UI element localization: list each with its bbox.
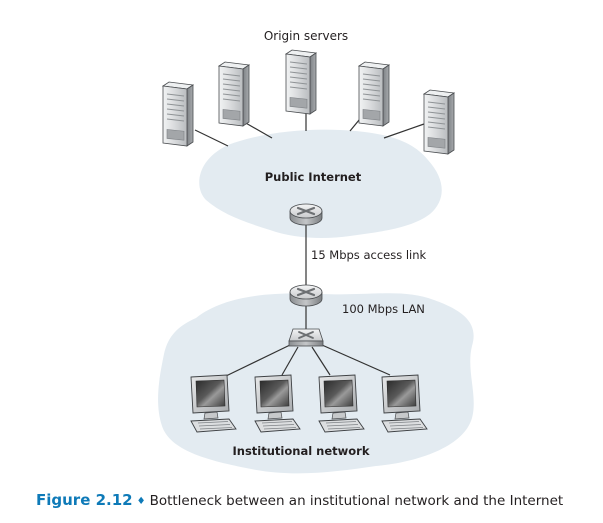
figure-caption: Figure 2.12♦Bottleneck between an instit… bbox=[36, 491, 563, 509]
link-server-5 bbox=[383, 123, 425, 139]
server-icon bbox=[218, 61, 250, 127]
internet-router-icon bbox=[288, 202, 324, 227]
lan-link-host-2 bbox=[281, 346, 299, 376]
server-icon bbox=[423, 89, 455, 155]
server-icon bbox=[162, 81, 194, 147]
caption-text: Bottleneck between an institutional netw… bbox=[149, 493, 564, 509]
server-icon bbox=[285, 49, 317, 115]
link-server-2 bbox=[243, 121, 273, 139]
institutional-network-label: Institutional network bbox=[233, 444, 370, 458]
lan-label: 100 Mbps LAN bbox=[342, 302, 425, 316]
public-internet-cloud bbox=[199, 129, 442, 238]
lan-switch-icon bbox=[288, 328, 324, 347]
access-link-label: 15 Mbps access link bbox=[311, 248, 427, 262]
caption-separator: ♦ bbox=[136, 496, 146, 507]
server-icon bbox=[358, 61, 390, 127]
origin-servers-label: Origin servers bbox=[264, 29, 348, 43]
public-internet-label: Public Internet bbox=[265, 170, 362, 184]
lan-link-host-3 bbox=[311, 346, 331, 376]
figure-number: Figure 2.12 bbox=[36, 491, 133, 509]
link-server-1 bbox=[194, 129, 229, 147]
lan-link-host-1 bbox=[225, 344, 291, 377]
institution-router-icon bbox=[288, 283, 324, 308]
lan-link-host-4 bbox=[321, 344, 391, 376]
